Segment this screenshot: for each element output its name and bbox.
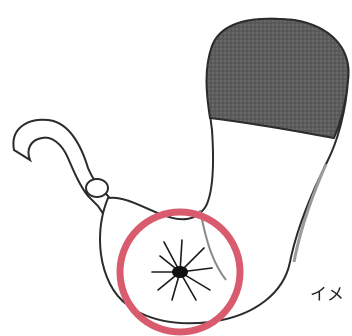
sphincter-knob	[86, 179, 108, 197]
fundus-shading	[207, 19, 349, 138]
lumen-center	[172, 266, 188, 278]
caption-text: イメ	[310, 280, 344, 305]
